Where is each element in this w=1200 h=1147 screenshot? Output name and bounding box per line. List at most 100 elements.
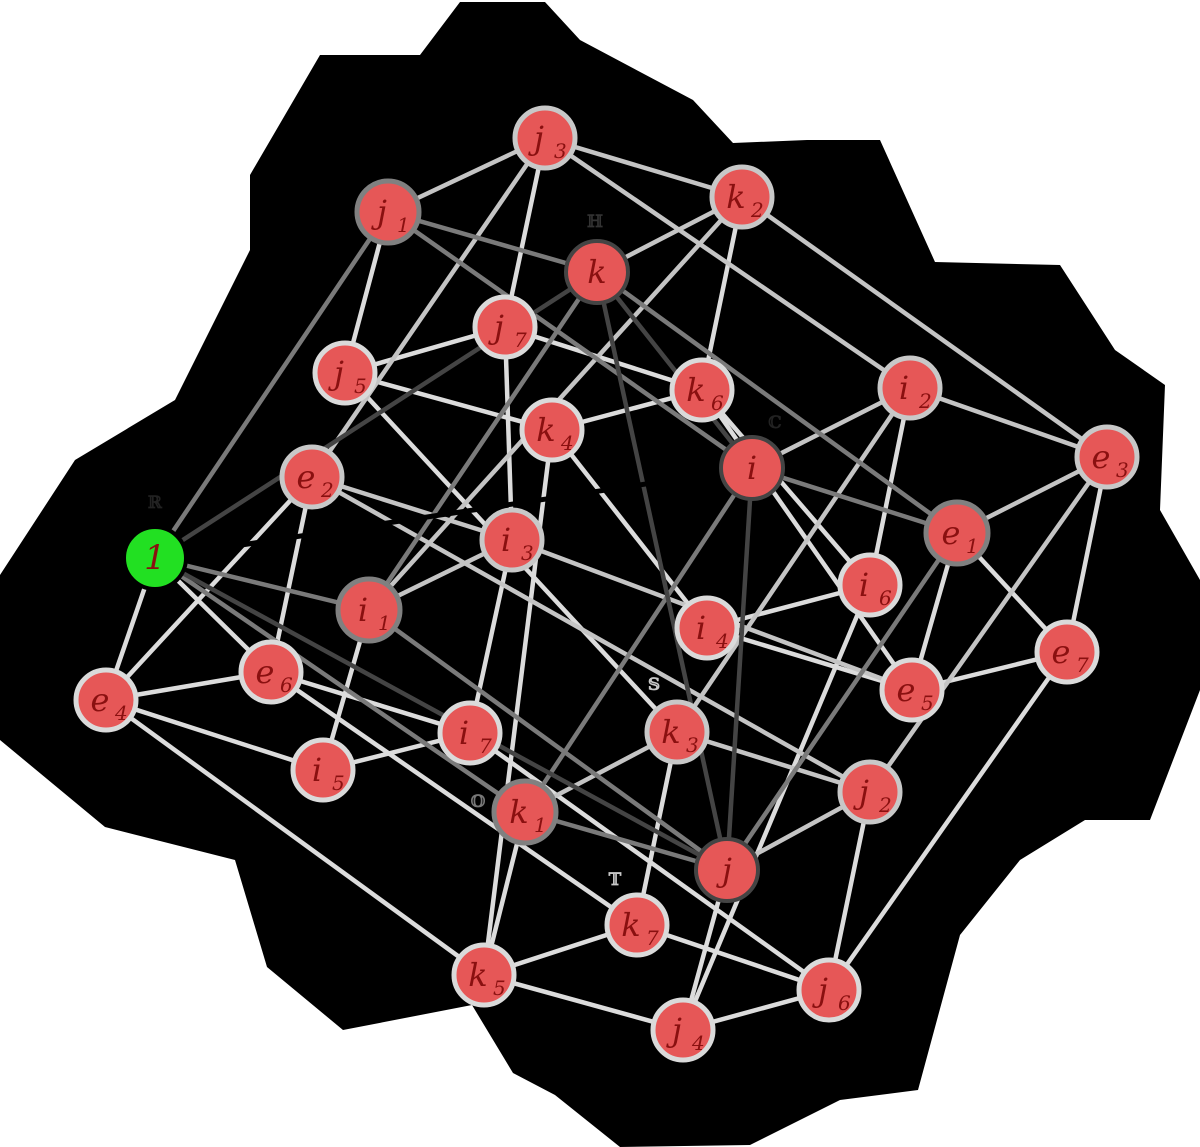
- edge-k4-i4: [550, 428, 709, 630]
- node-label: k: [509, 793, 528, 831]
- node-circle: [73, 667, 139, 733]
- node-subscript: 7: [1076, 653, 1089, 677]
- node-circle: [122, 525, 188, 591]
- node-circle: [923, 499, 991, 567]
- node-circle: [290, 737, 356, 803]
- node-subscript: 7: [479, 734, 492, 758]
- node-label: i: [501, 521, 511, 559]
- node-label: e: [1092, 438, 1111, 476]
- node-subscript: 4: [560, 431, 574, 455]
- node-subscript: 3: [554, 139, 567, 163]
- node-circle: [837, 552, 903, 618]
- edge-i2-e3: [909, 385, 1108, 460]
- node-circle: [879, 657, 945, 723]
- edge-j-i1: [367, 608, 729, 872]
- node-subscript: 6: [711, 391, 724, 415]
- node-subscript: 5: [921, 691, 934, 715]
- node-subscript: 4: [114, 701, 128, 725]
- node-circle: [279, 444, 345, 510]
- edge-j2-j6: [826, 791, 873, 991]
- edge-e6-k7: [269, 670, 639, 927]
- node-subscript: 6: [879, 586, 892, 610]
- edge-i2-k3: [675, 386, 912, 734]
- edge-e4-k5: [104, 698, 486, 977]
- node-subscript: 2: [750, 198, 764, 222]
- edge-j-e1: [725, 531, 959, 872]
- edge-1-i1: [154, 555, 370, 613]
- node-circle: [312, 340, 378, 406]
- node-circle: [1034, 619, 1100, 685]
- edge-k2-k6: [699, 196, 745, 391]
- node-circle: [644, 699, 710, 765]
- node-label: k: [726, 178, 745, 216]
- edge-j3-i2: [543, 136, 912, 390]
- node-subscript: 2: [878, 793, 892, 817]
- edge-k7-j6: [636, 922, 830, 993]
- edge-1-i: [154, 465, 753, 561]
- node-circle: [437, 700, 503, 766]
- node-circle: [877, 355, 943, 421]
- node-1: 1: [122, 525, 188, 591]
- edge-i-e1: [751, 465, 958, 536]
- node-subscript: 5: [332, 771, 345, 795]
- edge-k2-e3: [740, 195, 1109, 459]
- edge-e2-i3: [311, 474, 513, 543]
- node-circle: [564, 239, 630, 305]
- node-circle: [719, 435, 785, 501]
- edge-1-k1: [153, 556, 527, 814]
- edge-k-j: [594, 271, 730, 871]
- node-circle: [512, 105, 578, 171]
- edge-e3-j2: [868, 455, 1109, 794]
- node-circle: [674, 595, 740, 661]
- node-subscript: 6: [838, 991, 851, 1015]
- node-subscript: 2: [320, 478, 334, 502]
- edge-e2-e6: [268, 476, 315, 673]
- edge-i-k1: [523, 466, 754, 814]
- node-label: i: [358, 591, 368, 629]
- node-circle: [354, 178, 422, 246]
- node-subscript: 2: [918, 389, 932, 413]
- edge-k3-k7: [634, 731, 680, 926]
- algebra-label-k3: 𝕊: [648, 675, 660, 695]
- node-subscript: 5: [354, 374, 367, 398]
- node-circle: [709, 164, 775, 230]
- node-subscript: 4: [715, 629, 729, 653]
- edge-j-k1: [524, 809, 728, 873]
- node-label: i: [859, 566, 869, 604]
- node-label: k: [621, 906, 640, 944]
- node-circle: [491, 778, 559, 846]
- edge-k-i: [595, 270, 754, 470]
- node-label: k: [468, 956, 487, 994]
- node-subscript: 3: [1116, 458, 1129, 482]
- node-label: 1: [144, 538, 166, 578]
- edge-e3-e7: [1064, 456, 1110, 653]
- node-subscript: 6: [280, 673, 293, 697]
- node-circle: [238, 639, 304, 705]
- node-label: i: [899, 369, 909, 407]
- node-circle: [837, 759, 903, 825]
- node-circle: [604, 892, 670, 958]
- edge-k-i1: [367, 270, 599, 612]
- node-circle: [1074, 424, 1140, 490]
- node-label: i: [696, 609, 706, 647]
- edge-i3-i7: [467, 539, 515, 734]
